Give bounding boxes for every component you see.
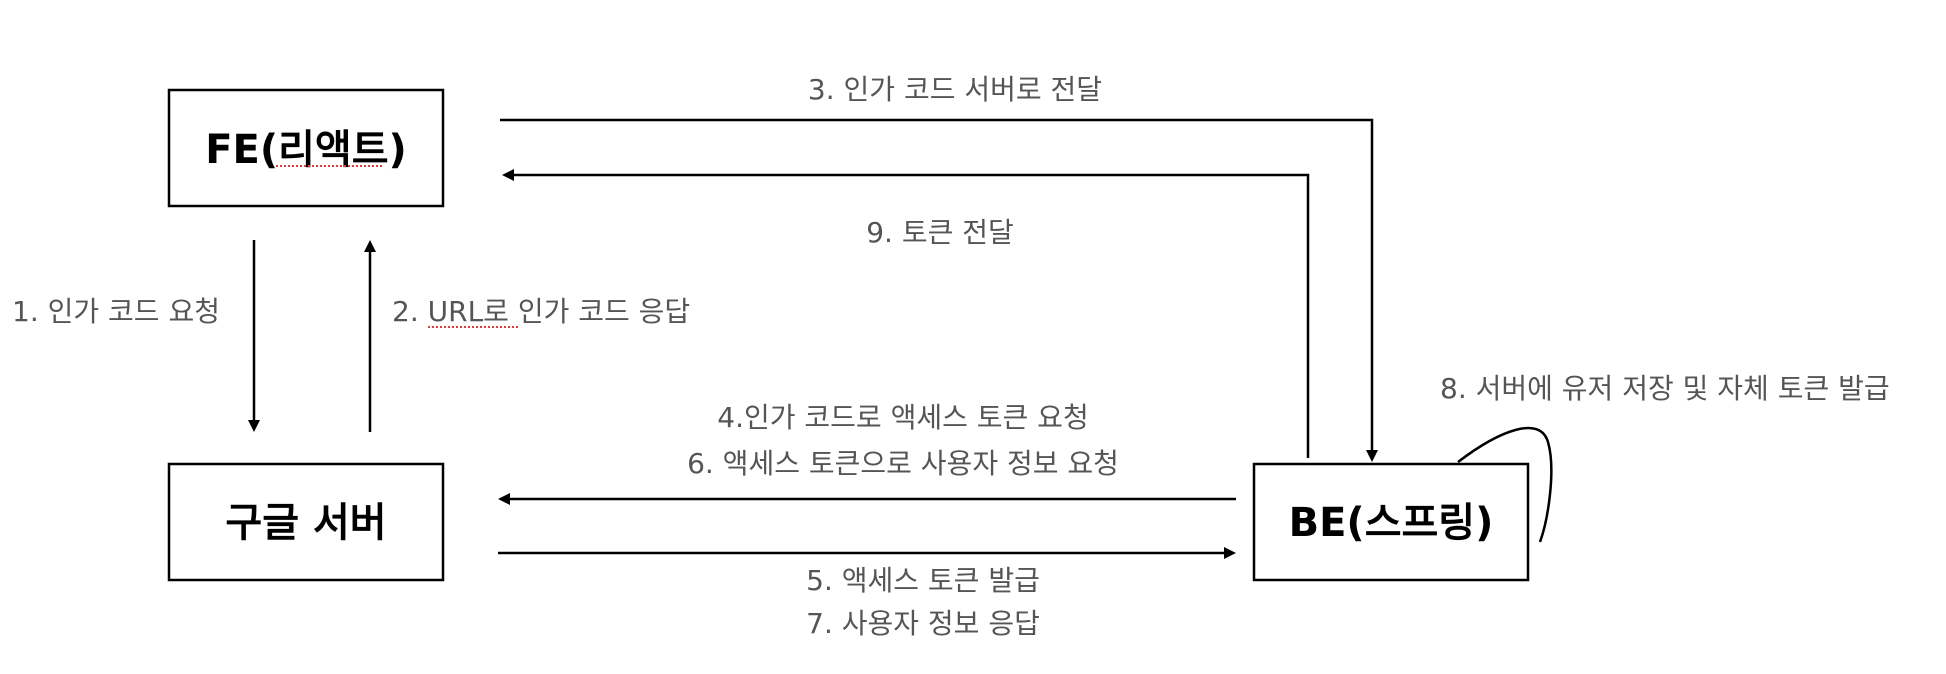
arrowhead-icon: [502, 169, 514, 181]
arrowhead-icon: [364, 240, 376, 252]
node-fe: FE(리액트): [167, 88, 445, 208]
node-be-label: BE(스프링): [1289, 500, 1494, 546]
edge-step3: 3. 인가 코드 서버로 전달: [500, 73, 1378, 462]
edge-step1-label: 1. 인가 코드 요청: [12, 295, 220, 328]
edge-step8-label: 8. 서버에 유저 저장 및 자체 토큰 발급: [1440, 372, 1890, 405]
edge-step7-label: 7. 사용자 정보 응답: [806, 607, 1040, 640]
edge-step9: 9. 토큰 전달: [502, 169, 1310, 458]
node-fe-box: [167, 88, 445, 208]
edge-step2-label: 2. URL로 인가 코드 응답: [392, 295, 690, 328]
edge-step4-label: 4.인가 코드로 액세스 토큰 요청: [717, 401, 1088, 434]
edge-step5-7: 5. 액세스 토큰 발급 7. 사용자 정보 응답: [498, 547, 1236, 640]
edge-step8: 8. 서버에 유저 저장 및 자체 토큰 발급: [1440, 372, 1890, 543]
arrowhead-icon: [1224, 547, 1236, 559]
arrowhead-icon: [248, 420, 260, 432]
node-google: 구글 서버: [167, 462, 445, 582]
arrowhead-icon: [498, 493, 510, 505]
edge-step6-label: 6. 액세스 토큰으로 사용자 정보 요청: [687, 447, 1119, 480]
edge-step2: 2. URL로 인가 코드 응답: [364, 240, 690, 432]
edge-step5-label: 5. 액세스 토큰 발급: [806, 564, 1040, 597]
edge-step4-6: 4.인가 코드로 액세스 토큰 요청 6. 액세스 토큰으로 사용자 정보 요청: [498, 401, 1236, 505]
node-google-box: [167, 462, 445, 582]
node-google-label: 구글 서버: [225, 500, 386, 546]
edge-step9-label: 9. 토큰 전달: [866, 216, 1014, 249]
node-be: BE(스프링): [1252, 462, 1530, 582]
edge-step1: 1. 인가 코드 요청: [12, 240, 260, 432]
node-be-box: [1252, 462, 1530, 582]
arrowhead-icon: [1366, 450, 1378, 462]
edge-step3-label: 3. 인가 코드 서버로 전달: [808, 73, 1102, 106]
